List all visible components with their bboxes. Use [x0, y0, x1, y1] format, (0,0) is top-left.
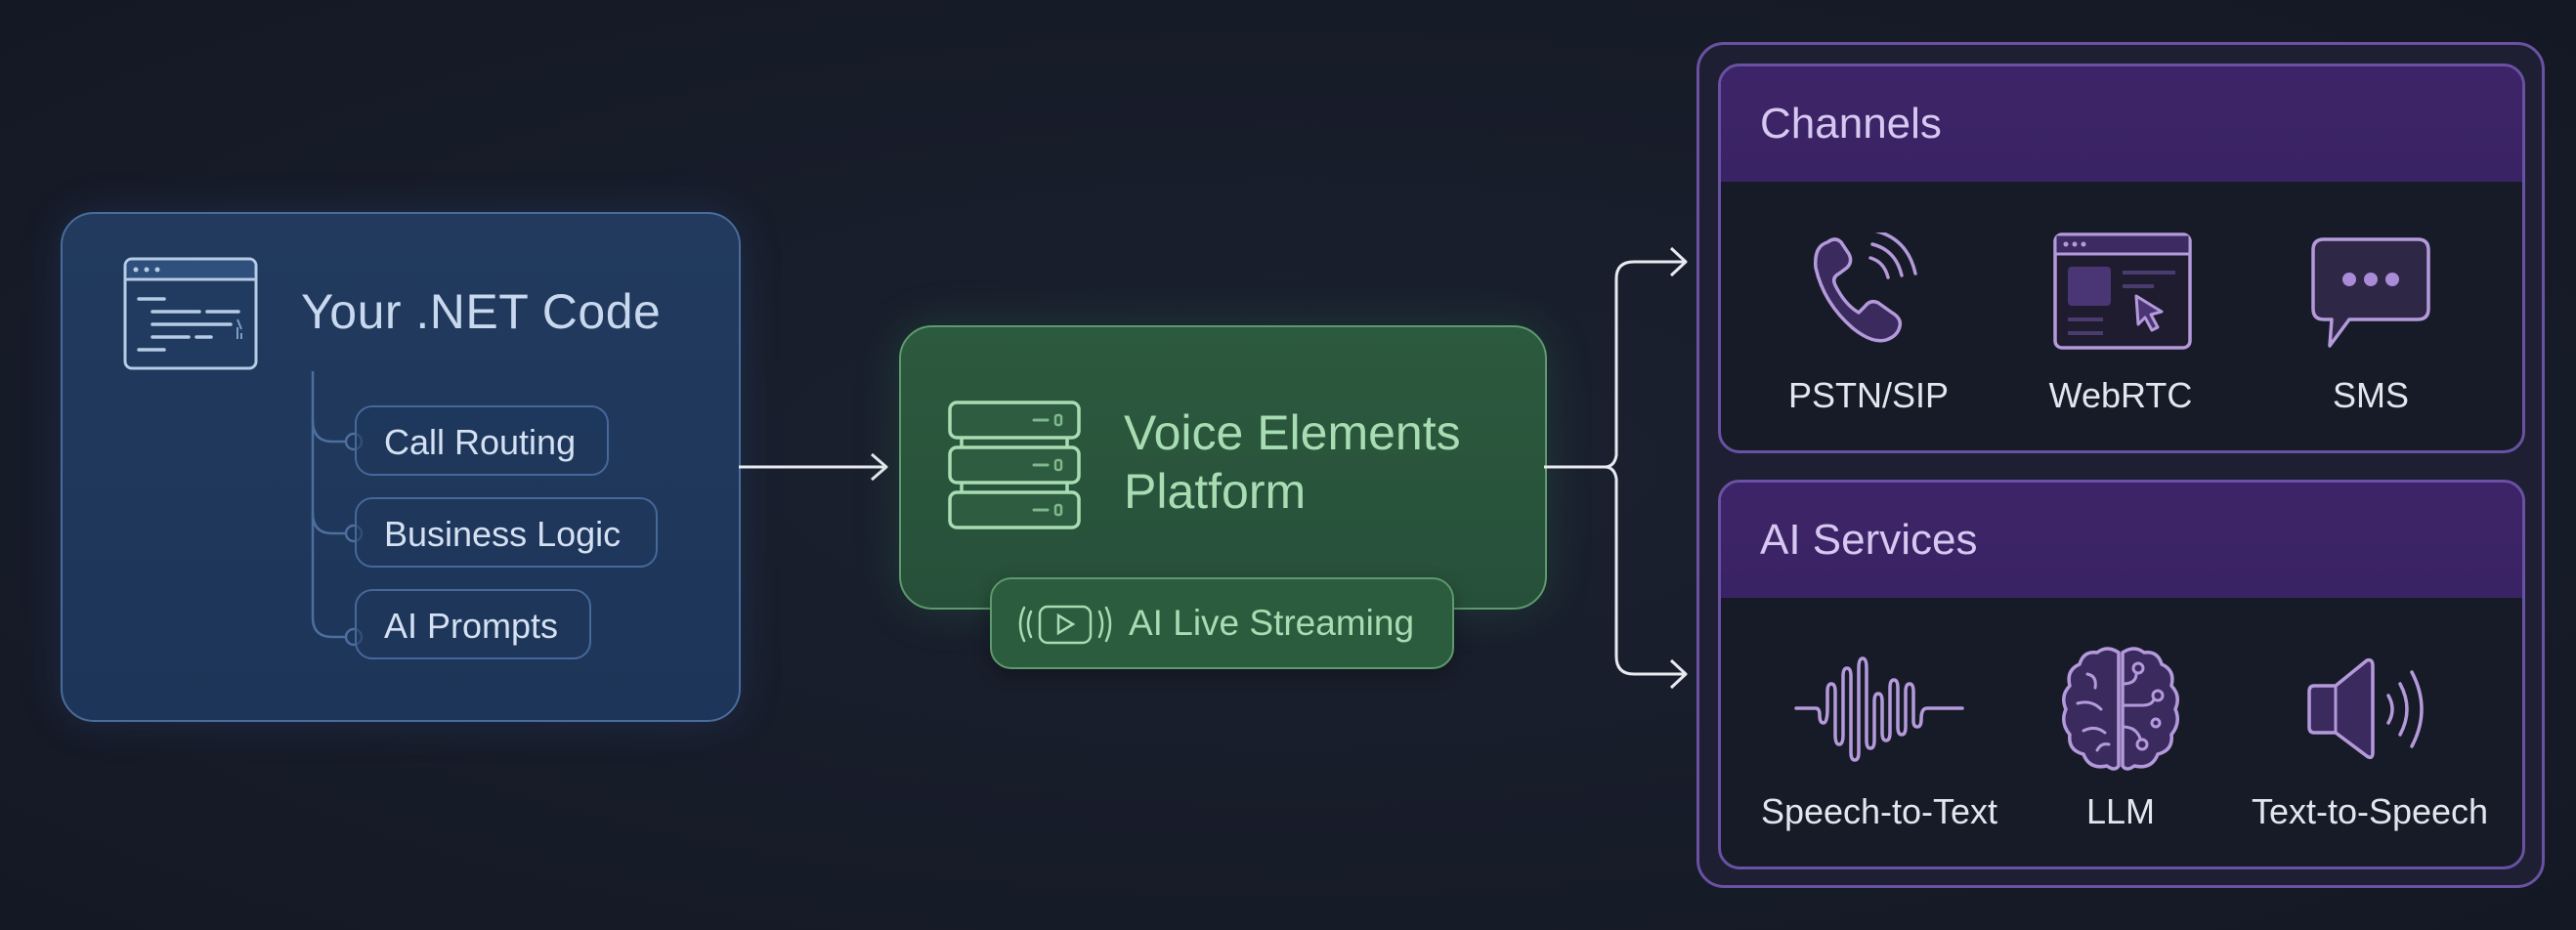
llm-label: LLM	[2085, 791, 2156, 831]
platform-title: Voice Elements Platform	[1124, 403, 1461, 521]
arrow-to-platform	[739, 452, 888, 482]
business-logic-item[interactable]: Business Logic	[355, 497, 658, 568]
speech-to-text-label: Speech-to-Text	[1760, 791, 1998, 831]
waveform-icon	[1794, 656, 1964, 762]
platform-title-line1: Voice Elements	[1124, 405, 1461, 460]
chat-bubble-icon	[2311, 237, 2430, 348]
pstn-sip-label: PSTN/SIP	[1787, 375, 1950, 415]
dotnet-title: Your .NET Code	[301, 284, 662, 339]
brain-icon	[2062, 647, 2179, 771]
ai-live-streaming-badge[interactable]	[990, 577, 1454, 669]
server-stack-icon	[948, 401, 1081, 529]
sms-label: SMS	[2332, 375, 2409, 415]
platform-title-line2: Platform	[1124, 464, 1307, 519]
code-window-icon	[123, 257, 258, 370]
ai-services-title: AI Services	[1721, 483, 2522, 598]
phone-icon	[1814, 232, 1917, 343]
ai-live-streaming-label: AI Live Streaming	[1129, 603, 1415, 643]
browser-cursor-icon	[2053, 232, 2192, 350]
live-stream-icon	[1018, 605, 1112, 645]
ai-prompts-item[interactable]: AI Prompts	[355, 589, 591, 659]
call-routing-item[interactable]: Call Routing	[355, 405, 609, 476]
arrow-to-channels-and-ai	[1544, 246, 1688, 690]
channels-title: Channels	[1721, 66, 2522, 182]
webrtc-label: WebRTC	[2048, 375, 2193, 415]
speaker-icon	[2307, 657, 2424, 760]
text-to-speech-label: Text-to-Speech	[2251, 791, 2489, 831]
